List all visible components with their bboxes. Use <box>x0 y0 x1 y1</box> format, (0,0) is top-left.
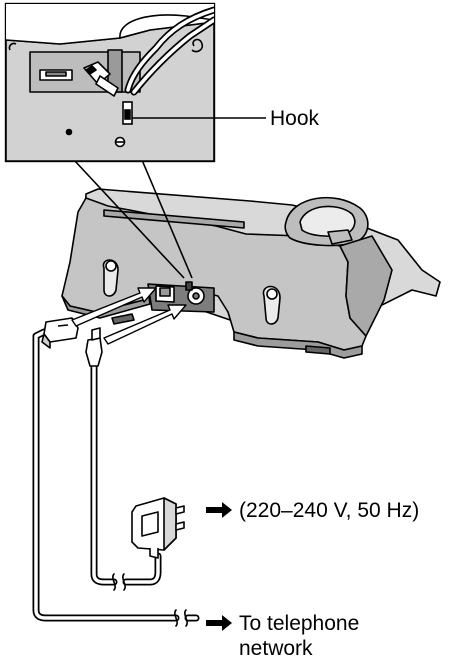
power-spec-label: (220–240 V, 50 Hz) <box>239 499 420 522</box>
telephone-network-label-line2: network <box>239 637 313 660</box>
inset-pointer <box>73 159 193 279</box>
cord-hook <box>122 101 133 125</box>
telephone-line-cord <box>32 328 200 627</box>
dc-plug <box>85 327 103 367</box>
zoom-inset <box>4 2 216 163</box>
ac-adaptor <box>131 497 185 559</box>
telephone-base-unit <box>61 188 441 359</box>
right-arrow-icon <box>206 502 232 518</box>
telephone-network-label-line1: To telephone <box>239 612 360 635</box>
ac-adaptor-cord <box>90 360 162 591</box>
hook-label: Hook <box>270 107 320 130</box>
arrow-line-jack <box>71 287 157 327</box>
arrow-dc-jack <box>103 304 187 345</box>
right-arrow-icon <box>206 615 232 631</box>
telephone-line-plug <box>41 317 79 349</box>
connection-arrows <box>71 287 187 345</box>
